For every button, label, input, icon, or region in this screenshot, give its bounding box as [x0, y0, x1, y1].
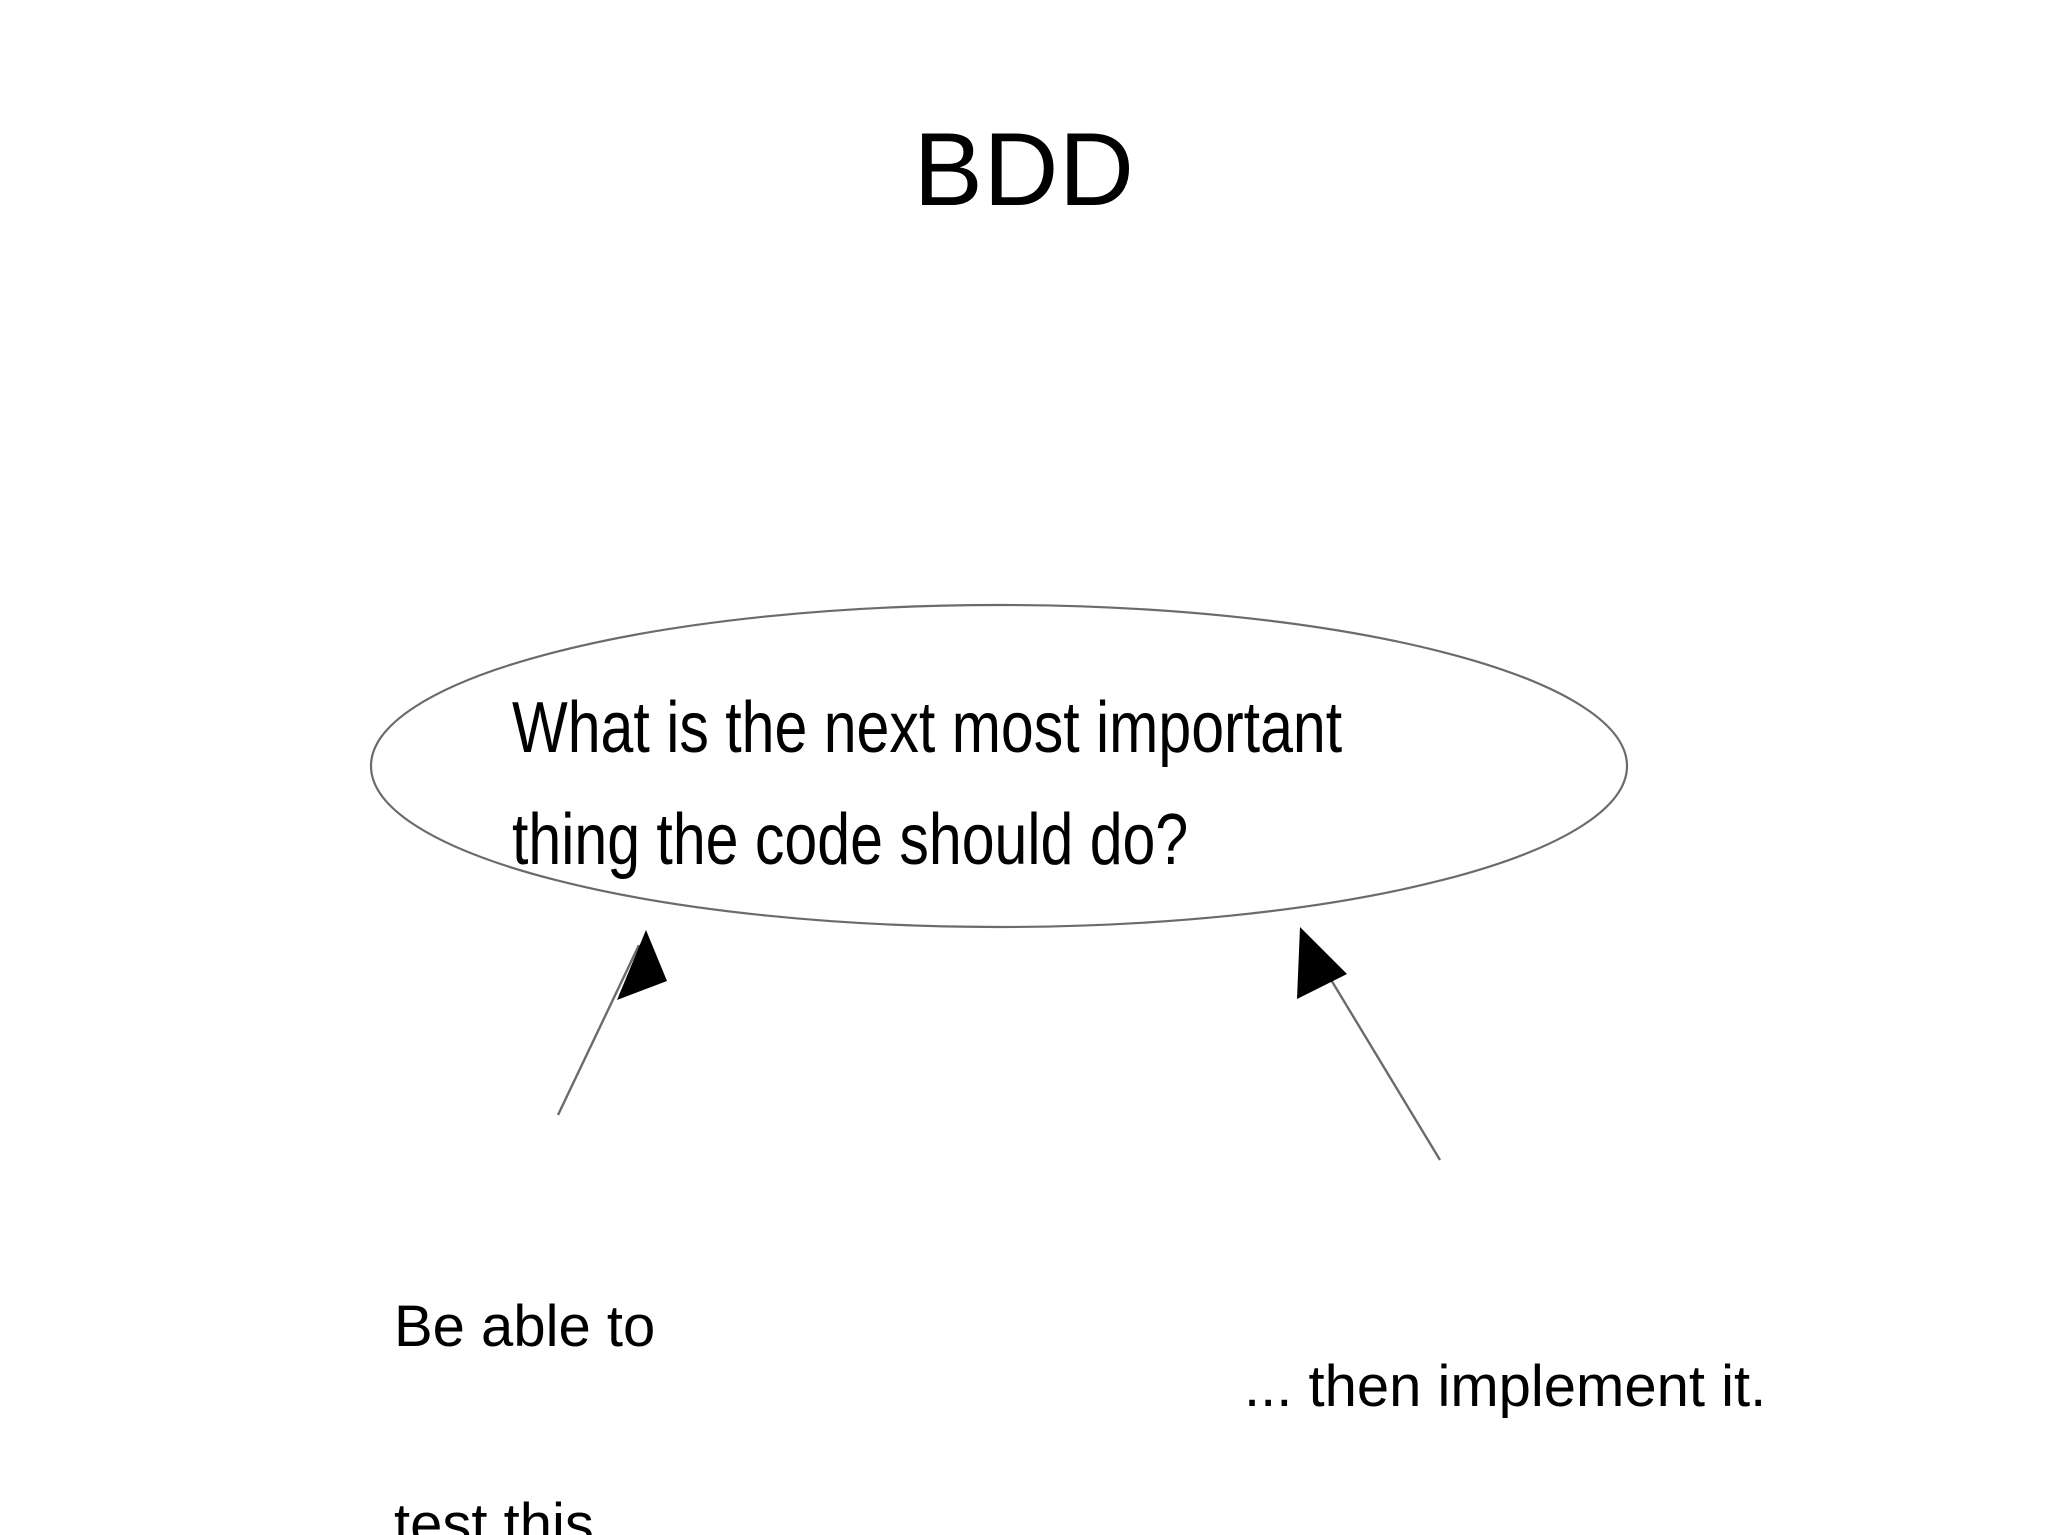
question-ellipse-label: What is the next most important thing th…: [512, 672, 1381, 896]
callout-left-line-2: test this...: [394, 1492, 643, 1535]
callout-right-arrow: [1297, 927, 1442, 1161]
callout-left-arrow: [556, 930, 667, 1116]
page-title: BDD: [913, 112, 1135, 228]
callout-left-line-1: Be able to: [394, 1294, 656, 1359]
question-line-2: thing the code should do?: [512, 800, 1189, 880]
callout-right-line-1: ... then implement it.: [1244, 1354, 1767, 1419]
question-line-1: What is the next most important: [512, 688, 1343, 768]
callout-right-label: ... then implement it.: [1244, 1222, 1766, 1535]
callout-left-label: Be able to test this...: [394, 1162, 655, 1535]
